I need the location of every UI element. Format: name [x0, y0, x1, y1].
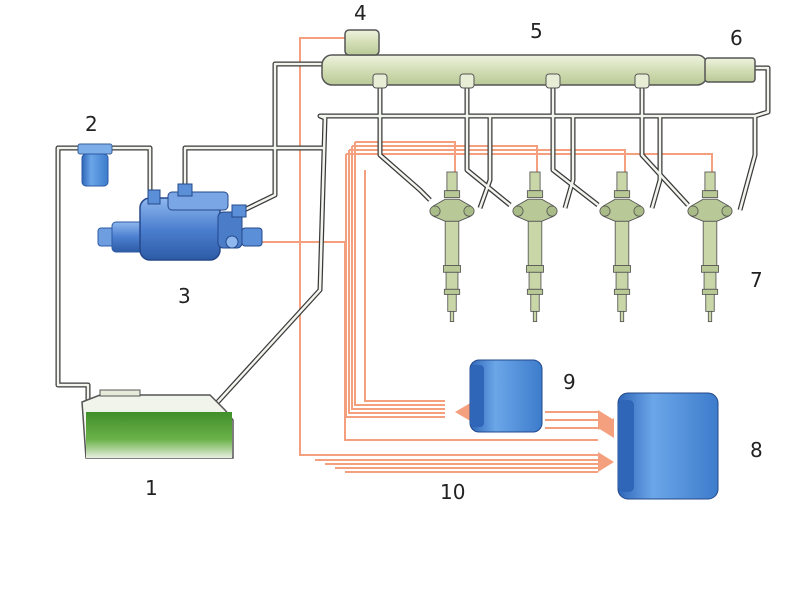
arrow-to-ecu-2 — [598, 452, 614, 472]
electrical-lines — [262, 37, 713, 473]
pressure-sensor-icon — [344, 29, 380, 56]
label-injectors: 7 — [750, 268, 763, 292]
label-pressure-sensor: 4 — [354, 1, 367, 25]
sensor-block-icon — [469, 359, 543, 433]
label-signal-lines: 10 — [440, 480, 465, 504]
high-pressure-pump-icon — [97, 183, 263, 261]
label-rail: 5 — [530, 19, 543, 43]
injector-icon — [429, 171, 475, 323]
injector-icon — [599, 171, 645, 323]
fuel-filter-icon — [77, 143, 113, 187]
injector-icon — [512, 171, 558, 323]
arrow-to-sensors — [455, 402, 472, 422]
arrow-to-ecu-1 — [598, 418, 614, 438]
common-rail-icon — [321, 29, 756, 89]
callout-numbers: 1 2 3 4 5 6 7 8 9 10 — [85, 1, 763, 504]
label-ecu: 8 — [750, 438, 763, 462]
label-sensors: 9 — [563, 370, 576, 394]
pressure-regulator-icon — [704, 57, 756, 83]
label-filter: 2 — [85, 112, 98, 136]
control-unit-icon — [617, 392, 719, 500]
arrow-sensors-ecu — [598, 410, 614, 430]
injector-icon — [687, 171, 733, 323]
fuel-lines — [55, 61, 771, 455]
label-tank: 1 — [145, 476, 158, 500]
fuel-tank-icon — [81, 389, 234, 459]
label-pump: 3 — [178, 284, 191, 308]
label-pressure-regulator: 6 — [730, 26, 743, 50]
signal-arrows — [455, 402, 614, 472]
